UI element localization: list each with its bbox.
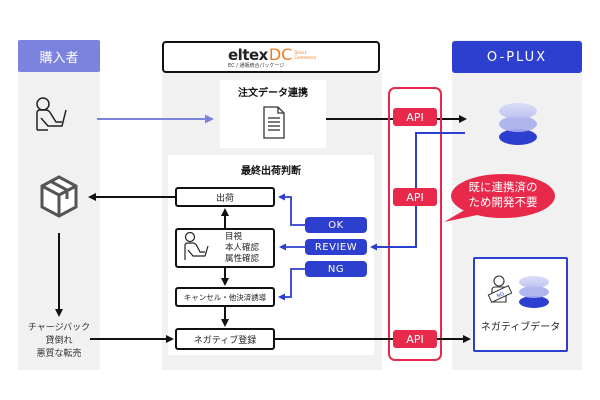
oplux-lane-header: O-PLUX [452, 41, 582, 73]
result-review-label: REVIEW [314, 241, 358, 253]
eltex-logo-sub-1: Direct [294, 50, 307, 55]
callout-line: 既に連携済の [468, 180, 538, 194]
callout-line: ため開発不要 [468, 195, 538, 209]
result-ok-label: OK [328, 219, 344, 231]
api-badge-result: API [393, 188, 437, 206]
eltex-logo-accent: DC [268, 45, 293, 64]
buyer-outcome-line: 貸倒れ [45, 336, 73, 346]
negative-register-label: ネガティブ登録 [193, 335, 257, 346]
eltex-logo: eltex DC Direct Commerce [228, 45, 316, 64]
buyer-lane-header: 購入者 [18, 40, 100, 72]
api-label: API [406, 190, 424, 204]
review-lines: 目視 本人確認 属性確認 [225, 232, 259, 265]
api-label: API [406, 332, 424, 346]
buyer-lane-title: 購入者 [39, 50, 79, 66]
callout-bubble [444, 174, 555, 222]
review-line: 目視 [225, 231, 243, 242]
result-review: REVIEW [305, 239, 367, 255]
eltex-logo-sub-2: Commerce [294, 55, 317, 60]
callout-text: 既に連携済の ため開発不要 [455, 180, 551, 210]
ng-stamp-text: NG [496, 291, 506, 300]
ship-label: 出荷 [215, 193, 234, 204]
buyer-outcome: チャージバック 貸倒れ 悪質な転売 [18, 322, 100, 361]
buyer-laptop-icon [36, 97, 67, 131]
result-ng-label: NG [327, 263, 345, 275]
review-line: 本人確認 [225, 242, 260, 253]
api-label: API [406, 110, 424, 124]
cancel-box: キャンセル・他決済誘導 [175, 287, 275, 307]
buyer-outcome-line: 悪質な転売 [36, 349, 82, 359]
review-line: 属性確認 [225, 253, 260, 264]
ng-to-cancel-arrow [278, 268, 305, 301]
reviewer-icon [184, 231, 209, 260]
ng-stamp-icon: NG [487, 285, 513, 303]
ship-box: 出荷 [175, 187, 275, 207]
result-ng: NG [305, 261, 367, 277]
database-icon [499, 103, 537, 145]
oplux-lane-title: O-PLUX [486, 49, 548, 65]
buyer-outcome-line: チャージバック [27, 323, 91, 333]
eltex-tagline: EC / 通販統合パッケージ [228, 63, 285, 69]
ok-to-ship-arrow [278, 193, 305, 226]
negative-register-box: ネガティブ登録 [175, 328, 275, 350]
eltex-header: eltex DC Direct Commerce EC / 通販統合パッケージ [162, 41, 380, 73]
result-ok: OK [305, 217, 367, 233]
api-badge-order: API [393, 108, 437, 126]
document-icon [263, 106, 285, 139]
review-box: 目視 本人確認 属性確認 [175, 228, 275, 268]
eltex-logo-sub: Direct Commerce [294, 50, 316, 60]
api-badge-negative: API [393, 330, 437, 348]
order-sync-title: 注文データ連携 [238, 88, 308, 99]
negative-database-icon [519, 276, 549, 308]
negative-data-label: ネガティブデータ [480, 322, 561, 333]
final-decision-title: 最終出荷判断 [241, 166, 301, 177]
api-frame [388, 87, 442, 361]
cancel-label: キャンセル・他決済誘導 [183, 292, 267, 302]
eltex-logo-main: eltex [228, 46, 268, 64]
package-icon [40, 175, 78, 218]
